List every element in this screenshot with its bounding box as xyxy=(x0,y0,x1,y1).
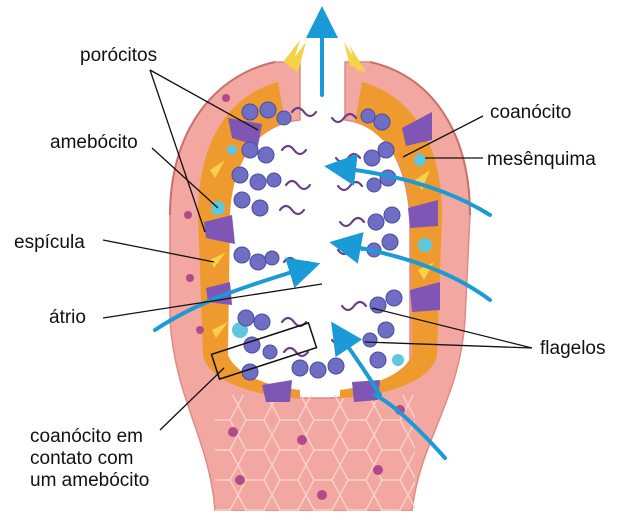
label-coanocito-contato: coanócito em contato com um amebócito xyxy=(30,426,190,492)
label-especula: espícula xyxy=(14,232,85,254)
choanocytes-bottom xyxy=(292,358,344,378)
label-coanocito-contato-line-3: um amebócito xyxy=(30,470,190,492)
label-coanocito-contato-line-1: coanócito em xyxy=(30,426,190,448)
label-coanocito-contato-line-2: contato com xyxy=(30,448,190,470)
flagella xyxy=(280,108,366,356)
label-atrio: átrio xyxy=(49,307,86,329)
label-flagelos: flagelos xyxy=(540,338,606,360)
label-amebocito: amebócito xyxy=(50,132,138,154)
label-porocitos: porócitos xyxy=(80,45,157,67)
label-mesenquima: mesênquima xyxy=(487,149,596,171)
label-coanocito: coanócito xyxy=(490,102,571,124)
